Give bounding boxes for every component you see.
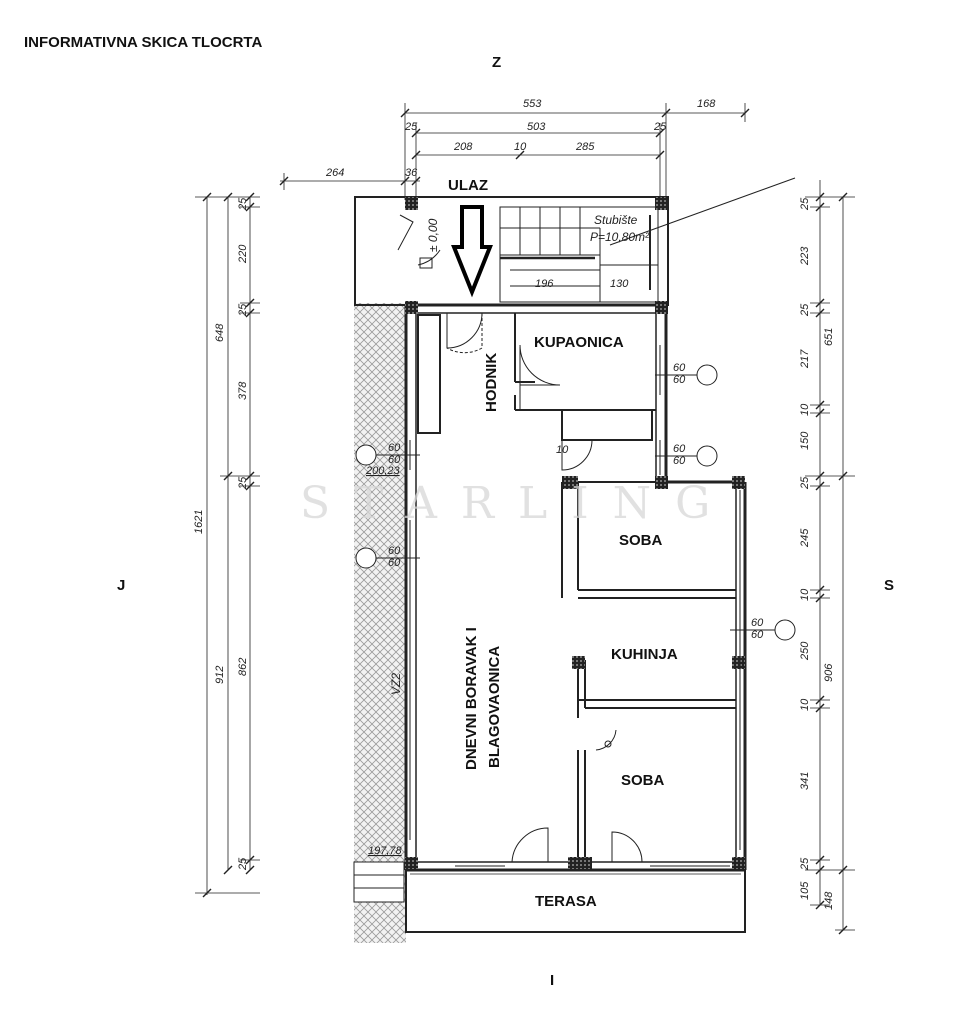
dim-553: 553: [523, 98, 542, 110]
svg-text:60: 60: [751, 629, 764, 641]
stair-dim-130: 130: [610, 278, 629, 290]
compass-north-label: Z: [492, 54, 501, 71]
windows: [409, 345, 741, 867]
dim-503: 503: [527, 121, 546, 133]
svg-text:60: 60: [388, 557, 401, 569]
compass-east-label: S: [884, 577, 894, 594]
room-label-hodnik: HODNIK: [483, 353, 500, 412]
terrace-steps: [353, 861, 405, 903]
stair-area: P=10,80m²: [590, 230, 650, 244]
dim-left-25-d: 25: [237, 857, 249, 871]
dim-25-top-left: 25: [404, 121, 418, 133]
room-label-soba-2: SOBA: [621, 772, 665, 789]
dim-264: 264: [325, 167, 344, 179]
outer-walls: [354, 196, 747, 872]
watermark: STARLING: [300, 478, 734, 529]
compass-west-label: J: [117, 577, 125, 594]
dim-10-top: 10: [514, 141, 527, 153]
dim-right-25-b: 25: [799, 303, 811, 317]
vz2-label: VZ2: [389, 673, 403, 695]
entrance-door: [397, 214, 441, 269]
dim-906: 906: [823, 663, 835, 682]
doors: [446, 312, 643, 863]
dim-36: 36: [405, 167, 418, 179]
dim-1621: 1621: [193, 510, 205, 534]
inner-dim-10: 10: [556, 444, 569, 456]
dim-285: 285: [575, 141, 595, 153]
dim-208: 208: [453, 141, 473, 153]
room-label-dnevni-line1: DNEVNI BORAVAK I: [463, 627, 480, 770]
room-label-soba-1: SOBA: [619, 532, 663, 549]
dim-left-25-b: 25: [237, 303, 249, 317]
compass-south-label: I: [550, 972, 554, 989]
svg-text:60: 60: [388, 545, 401, 557]
dim-right-25-a: 25: [799, 197, 811, 211]
svg-text:60: 60: [673, 374, 686, 386]
columns: [405, 197, 745, 870]
dim-right-10-b: 10: [799, 588, 811, 601]
window-marker-3: 60 60: [655, 362, 718, 386]
window-marker-2: 60 60: [355, 545, 420, 569]
window-marker-5: 60 60: [730, 617, 796, 641]
dim-341: 341: [799, 772, 811, 790]
room-label-kuhinja: KUHINJA: [611, 646, 678, 663]
dim-148: 148: [823, 891, 835, 910]
entrance-arrow-icon: [451, 205, 493, 298]
room-label-terasa: TERASA: [535, 893, 597, 910]
svg-text:60: 60: [673, 443, 686, 455]
dim-378: 378: [237, 381, 249, 400]
dim-217: 217: [799, 349, 811, 369]
window-marker-4: 60 60: [655, 443, 718, 467]
dim-223: 223: [799, 246, 811, 266]
svg-text:60: 60: [388, 442, 401, 454]
dim-168: 168: [697, 98, 716, 110]
dim-912: 912: [214, 666, 226, 684]
svg-text:60: 60: [673, 455, 686, 467]
dim-651: 651: [823, 328, 835, 346]
dim-25-top-right: 25: [653, 121, 667, 133]
left-dimension-lines: [195, 196, 260, 895]
plan-title: INFORMATIVNA SKICA TLOCRTA: [24, 34, 262, 51]
stair-dim-196: 196: [535, 278, 554, 290]
svg-text:60: 60: [388, 454, 401, 466]
level-label-2: 197,78: [368, 845, 403, 857]
level-zero-label: ± 0,00: [426, 218, 440, 252]
interior-walls: [417, 313, 736, 862]
stair-name: Stubište: [594, 213, 638, 227]
dim-648: 648: [214, 323, 226, 342]
svg-text:60: 60: [673, 362, 686, 374]
terrace: [405, 869, 746, 933]
dim-right-25-d: 25: [799, 857, 811, 871]
level-label-1: 200,23: [365, 465, 401, 477]
dim-right-10-c: 10: [799, 698, 811, 711]
room-label-dnevni-line2: BLAGOVAONICA: [486, 646, 503, 768]
dim-250: 250: [799, 641, 811, 661]
dim-left-25-a: 25: [237, 197, 249, 211]
room-label-kupaonica: KUPAONICA: [534, 334, 624, 351]
dim-862: 862: [237, 658, 249, 676]
right-dimension-ticks: [815, 192, 848, 935]
svg-text:60: 60: [751, 617, 764, 629]
staircase: [499, 177, 796, 303]
dim-220: 220: [237, 244, 249, 264]
dim-245: 245: [799, 528, 811, 548]
dim-right-10-a: 10: [799, 403, 811, 416]
entrance-label: ULAZ: [448, 177, 488, 194]
top-dimension-ticks: [279, 108, 750, 186]
left-dimension-ticks: [202, 192, 255, 898]
dim-150: 150: [799, 431, 811, 450]
right-dimension-lines: [805, 180, 855, 931]
dim-left-25-c: 25: [237, 476, 249, 490]
top-dimension-lines: [280, 103, 746, 200]
window-marker-1: 60 60: [355, 442, 420, 466]
dim-105: 105: [799, 881, 811, 900]
dim-right-25-c: 25: [799, 476, 811, 490]
side-strip-hatched: [354, 303, 406, 943]
